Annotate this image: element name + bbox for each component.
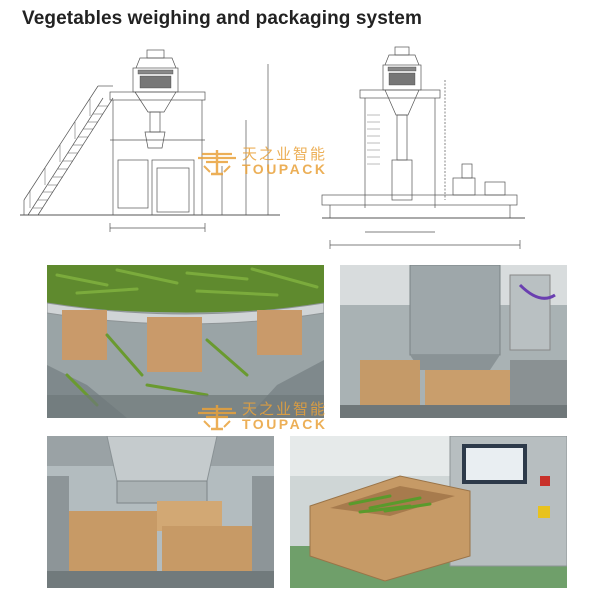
photo-discharge-chute bbox=[340, 265, 567, 418]
toupack-logo-icon bbox=[198, 404, 236, 430]
toupack-watermark-lower: 天之业智能 TOUPACK bbox=[196, 401, 327, 432]
toupack-watermark: 天之业智能 TOUPACK bbox=[196, 146, 327, 177]
watermark-english: TOUPACK bbox=[242, 161, 328, 177]
photo-weigher-hoppers bbox=[47, 265, 324, 418]
photo-carton-with-beans bbox=[290, 436, 567, 588]
machine-drawing bbox=[20, 46, 525, 249]
watermark-english: TOUPACK bbox=[242, 416, 328, 432]
toupack-logo-icon bbox=[198, 149, 236, 175]
watermark-chinese: 天之业智能 bbox=[242, 400, 328, 418]
page-title: Vegetables weighing and packaging system bbox=[22, 8, 422, 29]
watermark-chinese: 天之业智能 bbox=[242, 145, 328, 163]
photo-chute-filling-cartons bbox=[47, 436, 274, 588]
